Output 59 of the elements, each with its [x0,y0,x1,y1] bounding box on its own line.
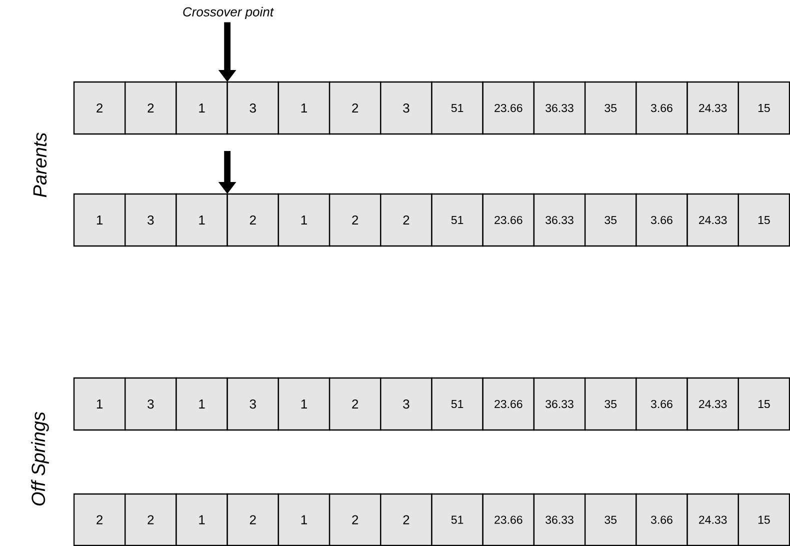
row-group-label: Parents [33,132,47,198]
gene-cell: 51 [431,493,484,546]
gene-cell: 15 [738,377,790,431]
gene-cell: 1 [176,377,228,431]
gene-cell: 1 [176,193,228,247]
row-group-label: Off Springs [31,412,49,506]
gene-cell: 2 [226,193,280,247]
gene-cell: 2 [124,81,177,135]
crossover-label: Crossover point [183,6,274,20]
gene-cell: 2 [380,193,432,247]
gene-cell: 2 [380,493,432,546]
gene-cell: 2 [328,493,382,546]
gene-cell: 35 [584,377,637,431]
gene-cell: 1 [176,81,228,135]
gene-cell: 23.66 [482,377,535,431]
gene-cell: 1 [176,493,228,546]
gene-cell: 3.66 [636,377,688,431]
gene-cell: 35 [584,193,637,247]
gene-cell: 35 [584,493,637,546]
gene-cell: 15 [738,193,790,247]
gene-cell: 2 [328,81,382,135]
gene-cell: 36.33 [533,377,586,431]
gene-cell: 1 [73,193,126,247]
gene-cell: 3 [226,377,280,431]
gene-cell: 3.66 [636,81,688,135]
gene-cell: 2 [226,493,280,546]
gene-cell: 23.66 [482,493,535,546]
gene-cell: 51 [431,193,484,247]
gene-cell: 23.66 [482,81,535,135]
gene-cell: 36.33 [533,193,586,247]
gene-cell: 15 [738,81,790,135]
gene-cell: 51 [431,377,484,431]
gene-cell: 3 [124,193,177,247]
gene-cell: 1 [278,493,330,546]
gene-cell: 24.33 [686,493,739,546]
gene-cell: 2 [328,193,382,247]
gene-cell: 2 [328,377,382,431]
gene-cell: 2 [73,81,126,135]
gene-cell: 36.33 [533,493,586,546]
gene-cell: 24.33 [686,81,739,135]
gene-cell: 1 [278,193,330,247]
gene-cell: 24.33 [686,193,739,247]
gene-cell: 35 [584,81,637,135]
gene-cell: 3 [124,377,177,431]
gene-cell: 3.66 [636,193,688,247]
gene-cell: 24.33 [686,377,739,431]
gene-cell: 23.66 [482,193,535,247]
gene-cell: 1 [73,377,126,431]
gene-cell: 15 [738,493,790,546]
gene-cell: 2 [73,493,126,546]
gene-cell: 1 [278,377,330,431]
gene-cell: 2 [124,493,177,546]
gene-cell: 3.66 [636,493,688,546]
gene-cell: 1 [278,81,330,135]
gene-cell: 3 [226,81,280,135]
gene-cell: 3 [380,377,432,431]
gene-cell: 51 [431,81,484,135]
gene-cell: 36.33 [533,81,586,135]
gene-cell: 3 [380,81,432,135]
